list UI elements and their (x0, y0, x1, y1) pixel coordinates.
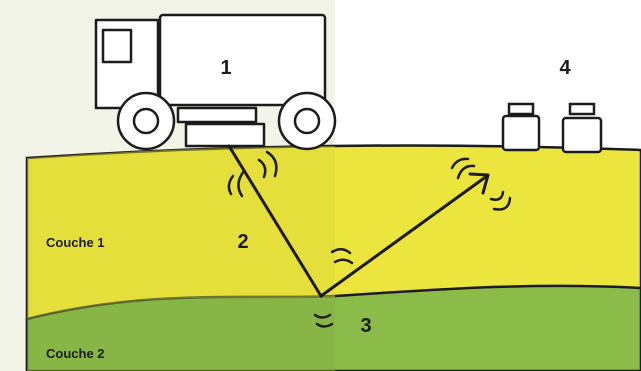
arrowhead (468, 172, 490, 195)
truck-window (101, 28, 133, 64)
wave-arc (456, 164, 476, 180)
wave-arc (257, 158, 267, 179)
wave-arc (237, 169, 246, 198)
wave-arc (333, 258, 354, 265)
geophone-2-cap (568, 102, 596, 116)
front-hub (132, 107, 160, 135)
geophone-2-body (561, 116, 603, 154)
geophone-1-body (501, 114, 541, 152)
truck-body (158, 13, 327, 107)
label-3: 3 (360, 315, 371, 337)
vibroseis-truck-icon (94, 13, 337, 151)
layer-1-shade (27, 146, 335, 319)
label-2: 2 (237, 231, 248, 253)
reflected-ray (319, 174, 489, 298)
rear-hub (293, 107, 321, 135)
wave-arc (489, 190, 505, 201)
layer-2-label: Couche 2 (46, 346, 105, 361)
vibrator-plate (184, 122, 266, 148)
seismic-wave-icon (227, 150, 512, 328)
wave-arc (315, 322, 334, 328)
truck-chassis (176, 106, 258, 124)
geophone-1-cap (507, 102, 535, 116)
wave-arc (450, 157, 470, 170)
layer-1-label: Couche 1 (46, 235, 105, 250)
layer-2-shade (27, 296, 335, 371)
wave-arc (330, 248, 352, 255)
wave-arc (313, 313, 332, 319)
geophone-icon (501, 102, 603, 154)
label-4: 4 (559, 57, 571, 79)
label-1: 1 (220, 57, 231, 79)
wave-arc (227, 174, 235, 196)
wave-arc (265, 150, 278, 178)
wave-arc (492, 196, 512, 211)
